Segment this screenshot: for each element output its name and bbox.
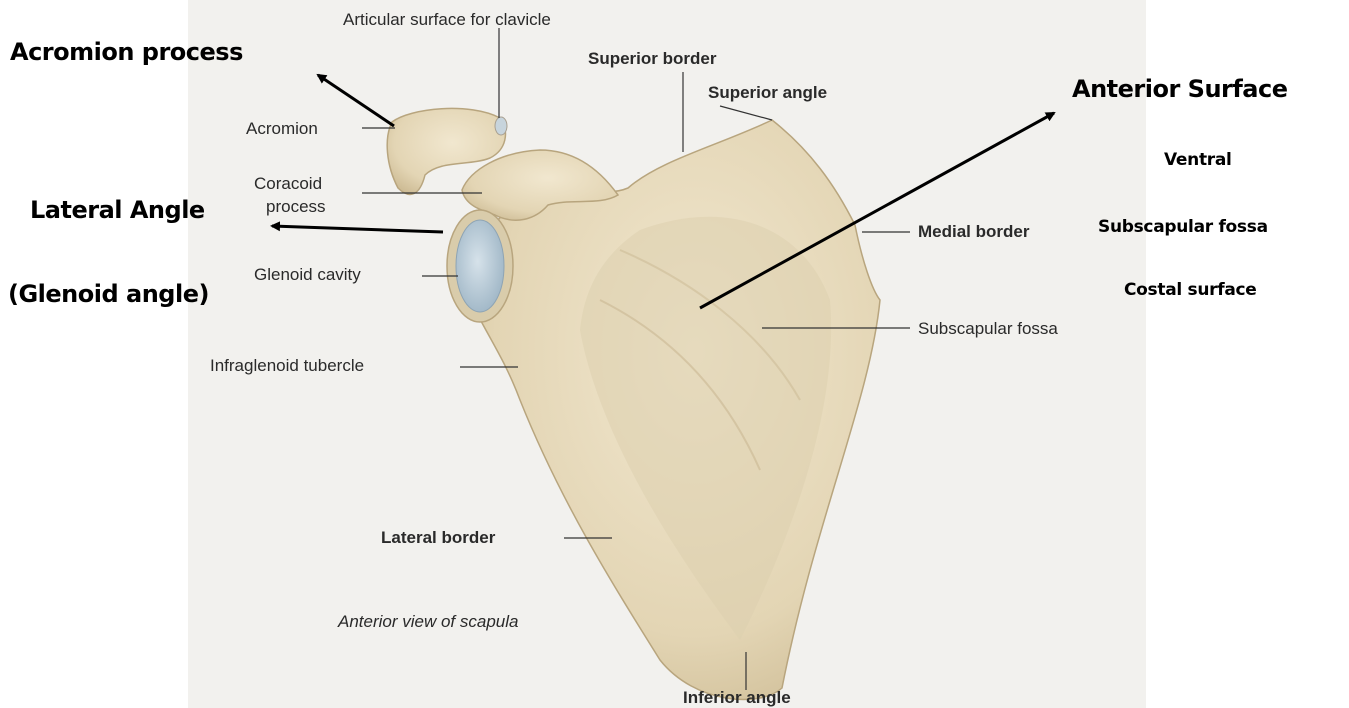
label-inferior-angle: Inferior angle bbox=[683, 689, 791, 706]
figure-caption: Anterior view of scapula bbox=[338, 613, 518, 630]
annotation-ventral: Ventral bbox=[1164, 152, 1232, 169]
label-acromion: Acromion bbox=[246, 120, 318, 137]
label-subscapular-fossa: Subscapular fossa bbox=[918, 320, 1058, 337]
annotation-subscapular-fossa: Subscapular fossa bbox=[1098, 219, 1268, 236]
label-superior-border: Superior border bbox=[588, 50, 716, 67]
label-lateral-border: Lateral border bbox=[381, 529, 495, 546]
annotation-lateral-angle: Lateral Angle bbox=[30, 198, 205, 222]
label-superior-angle: Superior angle bbox=[708, 84, 827, 101]
arrow-lateral-angle bbox=[272, 226, 443, 232]
label-coracoid-line2: process bbox=[266, 198, 326, 215]
label-infraglenoid-tubercle: Infraglenoid tubercle bbox=[210, 357, 364, 374]
annotation-costal-surface: Costal surface bbox=[1124, 282, 1257, 299]
label-coracoid-line1: Coracoid bbox=[254, 175, 322, 192]
annotation-glenoid-angle: (Glenoid angle) bbox=[8, 282, 209, 306]
glenoid-cavity-shape bbox=[456, 220, 504, 312]
annotation-anterior-surface: Anterior Surface bbox=[1072, 77, 1288, 101]
label-glenoid-cavity: Glenoid cavity bbox=[254, 266, 361, 283]
arrow-acromion bbox=[318, 75, 394, 126]
label-medial-border: Medial border bbox=[918, 223, 1029, 240]
label-articular-surface: Articular surface for clavicle bbox=[343, 11, 551, 28]
clavicular-facet bbox=[495, 117, 507, 135]
annotation-acromion-process: Acromion process bbox=[10, 40, 243, 64]
